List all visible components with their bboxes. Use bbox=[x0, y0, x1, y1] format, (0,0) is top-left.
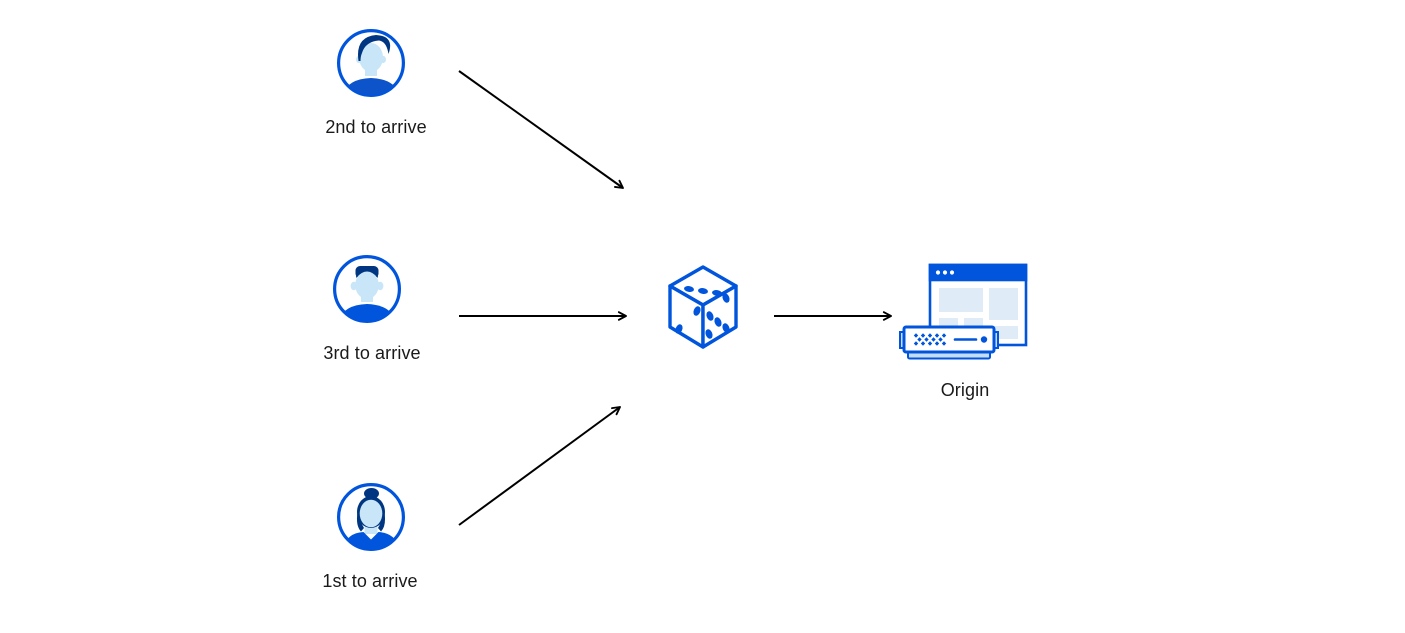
hair-lock-left bbox=[356, 512, 364, 532]
origin-server-icon bbox=[899, 263, 1028, 360]
avatar-man-swept-hair-icon bbox=[336, 28, 406, 98]
arrow-2nd-to-dice bbox=[458, 70, 624, 189]
hair bbox=[358, 35, 391, 61]
avatar-woman-bun-icon bbox=[336, 482, 406, 552]
face bbox=[359, 43, 383, 72]
window-dot bbox=[942, 270, 948, 275]
user-label-2nd: 2nd to arrive bbox=[325, 117, 427, 137]
dice-icon bbox=[668, 265, 738, 349]
window-dot bbox=[949, 270, 955, 275]
face bbox=[355, 271, 379, 299]
server-box bbox=[899, 325, 999, 360]
server-body bbox=[902, 325, 996, 354]
browser-title-bar bbox=[928, 263, 1028, 282]
server-status-dot bbox=[980, 336, 988, 343]
hair-lock-right bbox=[378, 512, 386, 532]
hair-fringe bbox=[356, 267, 378, 278]
dice-cube bbox=[668, 265, 738, 349]
server-vent-pattern bbox=[913, 333, 947, 346]
hair-bun bbox=[364, 488, 379, 499]
arrow-1st-to-dice bbox=[458, 406, 621, 526]
avatar-man-short-hair-icon bbox=[332, 254, 402, 324]
avatar-figure bbox=[342, 488, 400, 549]
window-dot bbox=[935, 270, 941, 275]
user-label-3rd: 3rd to arrive bbox=[323, 343, 421, 363]
dice-pips bbox=[675, 286, 730, 339]
origin-label: Origin bbox=[940, 380, 990, 400]
user-label-1st: 1st to arrive bbox=[322, 571, 418, 591]
face bbox=[359, 499, 383, 528]
